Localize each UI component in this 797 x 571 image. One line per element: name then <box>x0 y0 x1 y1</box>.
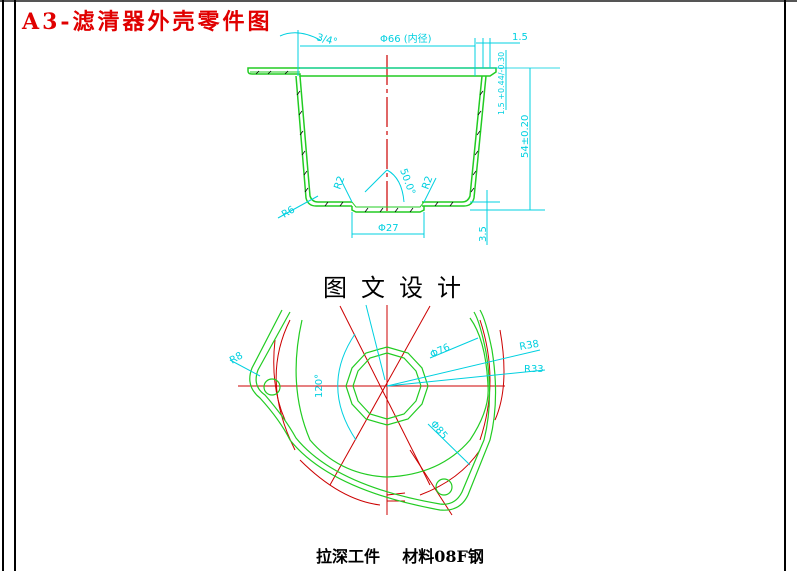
material-caption: 拉深工件 材料08F钢 <box>316 547 484 566</box>
svg-text:Φ66 (内径): Φ66 (内径) <box>380 32 432 45</box>
svg-text:54±0.20: 54±0.20 <box>520 115 531 158</box>
watermark-text: 图文设计 <box>323 274 475 302</box>
svg-text:R6: R6 <box>280 204 297 220</box>
top-border <box>0 0 797 2</box>
right-border <box>784 0 786 571</box>
svg-text:Φ76: Φ76 <box>429 342 452 361</box>
svg-text:120°: 120° <box>314 374 325 398</box>
drawing-title: A3-滤清器外壳零件图 <box>22 9 273 35</box>
svg-text:3.5: 3.5 <box>478 226 489 242</box>
svg-text:R8: R8 <box>228 350 245 366</box>
svg-text:R2: R2 <box>420 175 435 191</box>
svg-text:Φ27: Φ27 <box>378 223 399 234</box>
left-inner-border <box>14 0 16 571</box>
svg-text:R33: R33 <box>524 364 544 375</box>
svg-text:Φ85: Φ85 <box>428 419 450 442</box>
svg-text:R2: R2 <box>332 175 347 191</box>
svg-text:50.0°: 50.0° <box>397 167 417 196</box>
top-view: R8 120° Φ76 R38 R33 Φ85 <box>228 304 546 516</box>
svg-text:R38: R38 <box>519 339 540 353</box>
svg-text:3/4°: 3/4° <box>315 32 338 48</box>
svg-text:1.5 +0.44/-0.30: 1.5 +0.44/-0.30 <box>497 52 506 115</box>
section-view: 3/4° Φ66 (内径) 1.5 1.5 +0.44/-0.30 54±0.2… <box>247 30 560 245</box>
left-outer-border <box>2 0 4 571</box>
svg-text:1.5: 1.5 <box>512 32 528 43</box>
